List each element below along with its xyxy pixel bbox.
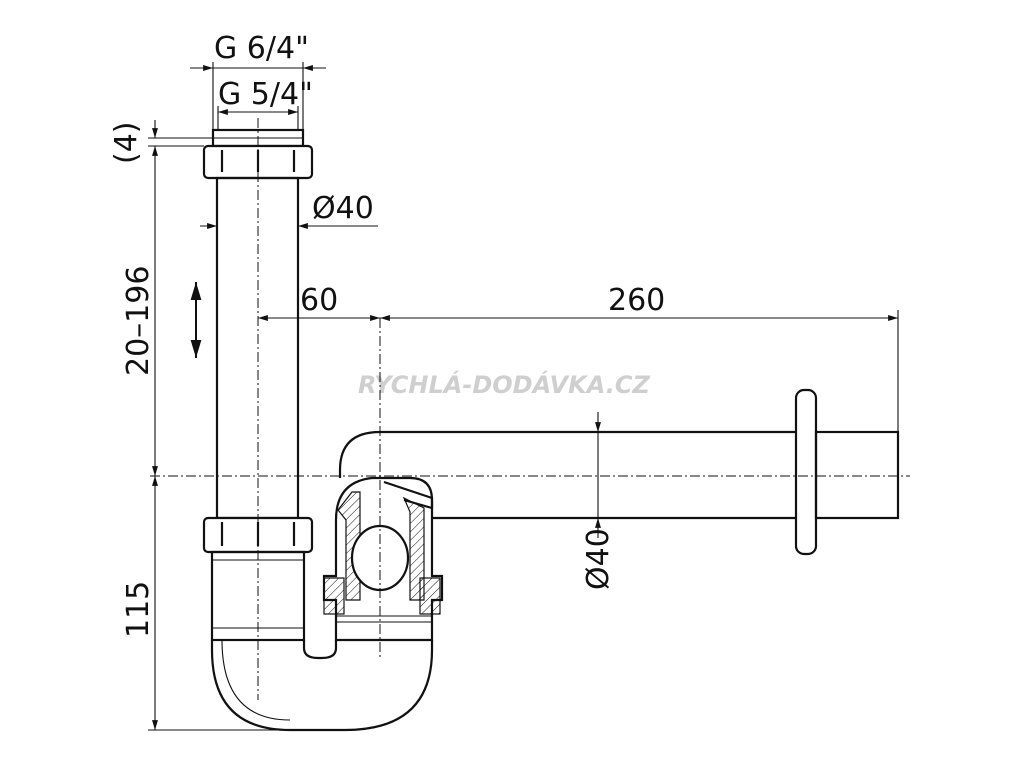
dim-pipe-diameter-top: Ø40 — [200, 191, 378, 229]
dim-bottom-height: 115 — [121, 476, 290, 731]
center-lines — [150, 118, 910, 700]
trap-body-section — [322, 476, 444, 642]
outer-thread-label: G 6/4" — [214, 31, 309, 66]
gap-label: (4) — [109, 122, 144, 165]
height-range-label: 20–196 — [121, 266, 156, 376]
dim-outer-thread: G 6/4" — [190, 31, 326, 130]
dim-offset: 60 — [258, 283, 380, 321]
dim-height-range: 20–196 — [121, 146, 158, 476]
inner-thread-label: G 5/4" — [218, 77, 313, 112]
u-bend — [210, 639, 434, 732]
dim-pipe-diameter-side: Ø40 — [581, 412, 616, 590]
length-label: 260 — [608, 283, 665, 318]
watermark: RYCHLÁ-DODÁVKA.CZ — [358, 370, 650, 399]
bottom-height-label: 115 — [121, 581, 156, 638]
dim-length: 260 — [380, 283, 899, 432]
dim-gap: (4) — [109, 120, 213, 164]
pipe-diameter-side-label: Ø40 — [581, 528, 616, 590]
offset-label: 60 — [300, 283, 338, 318]
dim-inner-thread: G 5/4" — [217, 77, 313, 130]
pipe-diameter-top-label: Ø40 — [312, 191, 374, 226]
